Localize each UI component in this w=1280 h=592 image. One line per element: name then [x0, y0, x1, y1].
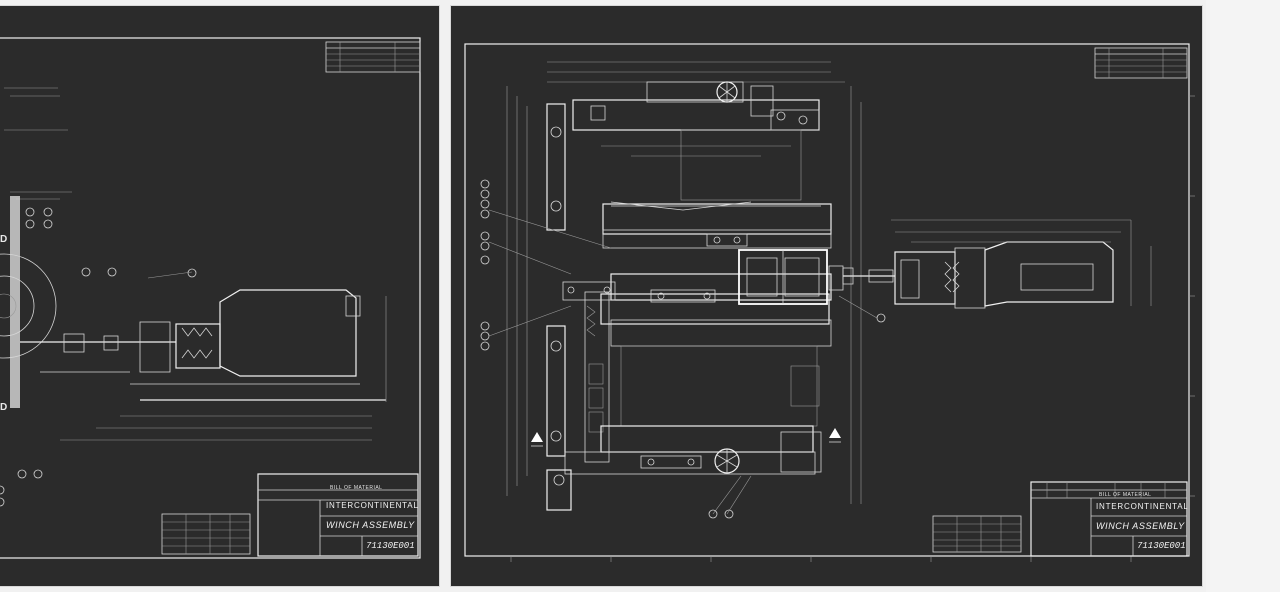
drawing-border: [0, 37, 421, 559]
company-name-right: INTERCONTINENTAL: [1096, 502, 1189, 511]
revision-block: [1094, 47, 1188, 79]
bill-of-material-label-right: BILL OF MATERIAL: [1099, 492, 1152, 498]
drawing-title-left: WINCH ASSEMBLY: [326, 520, 415, 530]
drawing-canvas-right: [464, 43, 1195, 562]
left-frame-column: [546, 103, 610, 463]
winch-drum-partial: D D: [0, 196, 57, 413]
section-arrow-icon: [531, 428, 841, 447]
notes-area: [4, 87, 72, 200]
company-name-left: INTERCONTINENTAL: [326, 501, 419, 510]
drawing-border: [464, 43, 1190, 557]
parts-list-right: [932, 515, 1022, 553]
title-block-right: [1030, 481, 1188, 557]
motor-drive-plan: [842, 219, 1152, 309]
bottom-brake-assembly: [546, 365, 822, 519]
drawing-title-right: WINCH ASSEMBLY: [1096, 521, 1185, 531]
item-balloons: [480, 179, 886, 351]
zone-ticks: [510, 95, 1195, 562]
top-brake-assembly: [572, 81, 820, 157]
drawing-number-right: 71130E001: [1137, 541, 1186, 551]
main-drum-frames: [562, 129, 832, 427]
revision-block: [325, 41, 421, 73]
title-block-left: [257, 473, 419, 557]
viewer-gutter: [1206, 0, 1280, 592]
item-balloons: [0, 207, 197, 507]
dimension-lines-left: [60, 296, 387, 441]
parts-list-left: [161, 513, 251, 555]
drawing-page-right[interactable]: BILL OF MATERIAL INTERCONTINENTAL WINCH …: [451, 6, 1202, 586]
svg-text:D: D: [0, 402, 7, 413]
gearbox: [738, 249, 844, 305]
drawing-page-left[interactable]: D D: [0, 6, 439, 586]
drawing-number-left: 71130E001: [366, 541, 415, 551]
drawing-canvas-left: D D: [0, 37, 421, 559]
svg-text:D: D: [0, 234, 7, 245]
plan-view-frame: [506, 61, 862, 504]
bill-of-material-label-left: BILL OF MATERIAL: [330, 485, 383, 491]
side-elevation: [20, 271, 386, 401]
